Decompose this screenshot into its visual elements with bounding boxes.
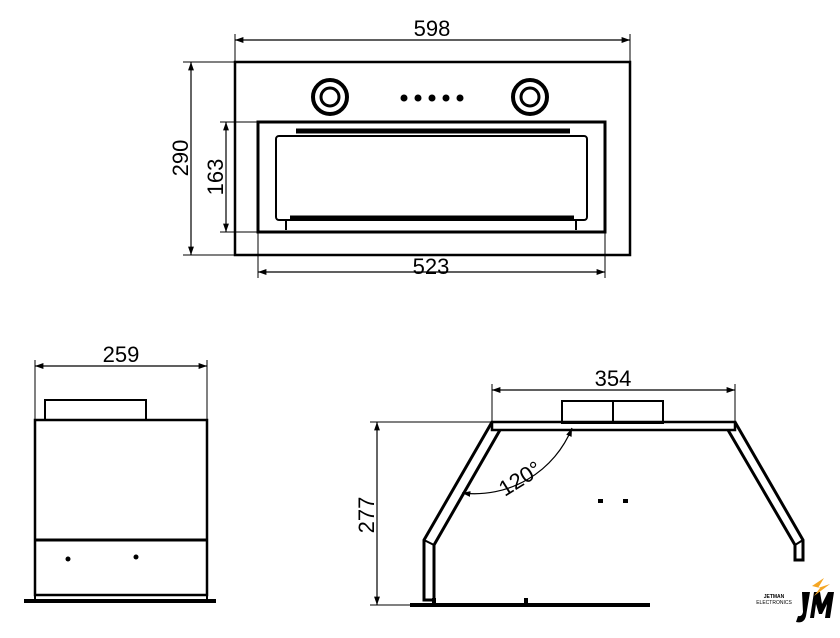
dim-163-label: 163 [203,159,228,196]
filter-panel [275,135,588,221]
inner-frame [256,120,607,234]
svg-text:JETMAN: JETMAN [764,594,785,600]
angle-120-label: 120° [494,456,546,501]
jm-mark-icon [796,578,834,623]
dim-598-label: 598 [414,16,451,41]
front-view: 598 290 163 523 [168,16,632,279]
profile-top-cap-left [561,400,614,424]
dim-354-label: 354 [595,366,632,391]
hood-front-outline [233,60,632,257]
dim-259-label: 259 [103,342,140,367]
side-top-cap [44,399,147,421]
dim-290-label: 290 [168,140,193,177]
dim-523-label: 523 [413,254,450,279]
profile-right-side [726,421,805,562]
angle-arc [461,427,573,497]
dim-277-label: 277 [354,497,379,534]
left-knob [311,78,349,116]
side-body [33,418,209,597]
right-knob [511,78,549,116]
profile-left-side [422,421,502,602]
svg-text:ELECTRONICS: ELECTRONICS [756,600,792,606]
profile-view: 120° 354 277 [354,366,805,607]
jetman-logo: JETMAN ELECTRONICS [756,578,834,623]
side-view: 259 [24,342,216,603]
control-buttons [400,94,464,102]
profile-top-cap-right [612,400,664,424]
profile-top-plate [490,420,737,432]
